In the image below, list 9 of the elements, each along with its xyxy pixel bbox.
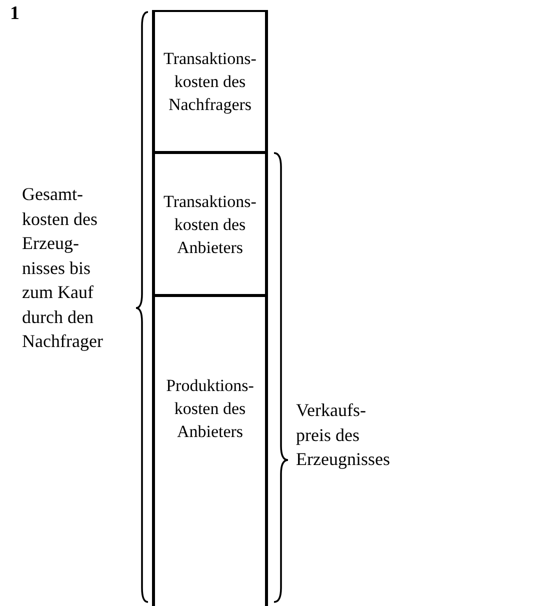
cost-section-box (152, 295, 268, 606)
brace-label: Gesamt- kosten des Erzeug- nisses bis zum Kauf durch den Nachfrager (22, 183, 104, 353)
brace-label: Verkaufs- preis des Erzeugnisses (296, 399, 391, 471)
section-text: Transaktions- kosten des Anbieters (163, 190, 257, 258)
section-text: Transaktions- kosten des Nachfragers (163, 48, 257, 116)
figure-number: 1 (10, 2, 20, 26)
cost-section-box (152, 152, 268, 296)
section-text: Produktions- kosten des Anbieters (165, 374, 255, 442)
cost-section-box (152, 10, 268, 153)
